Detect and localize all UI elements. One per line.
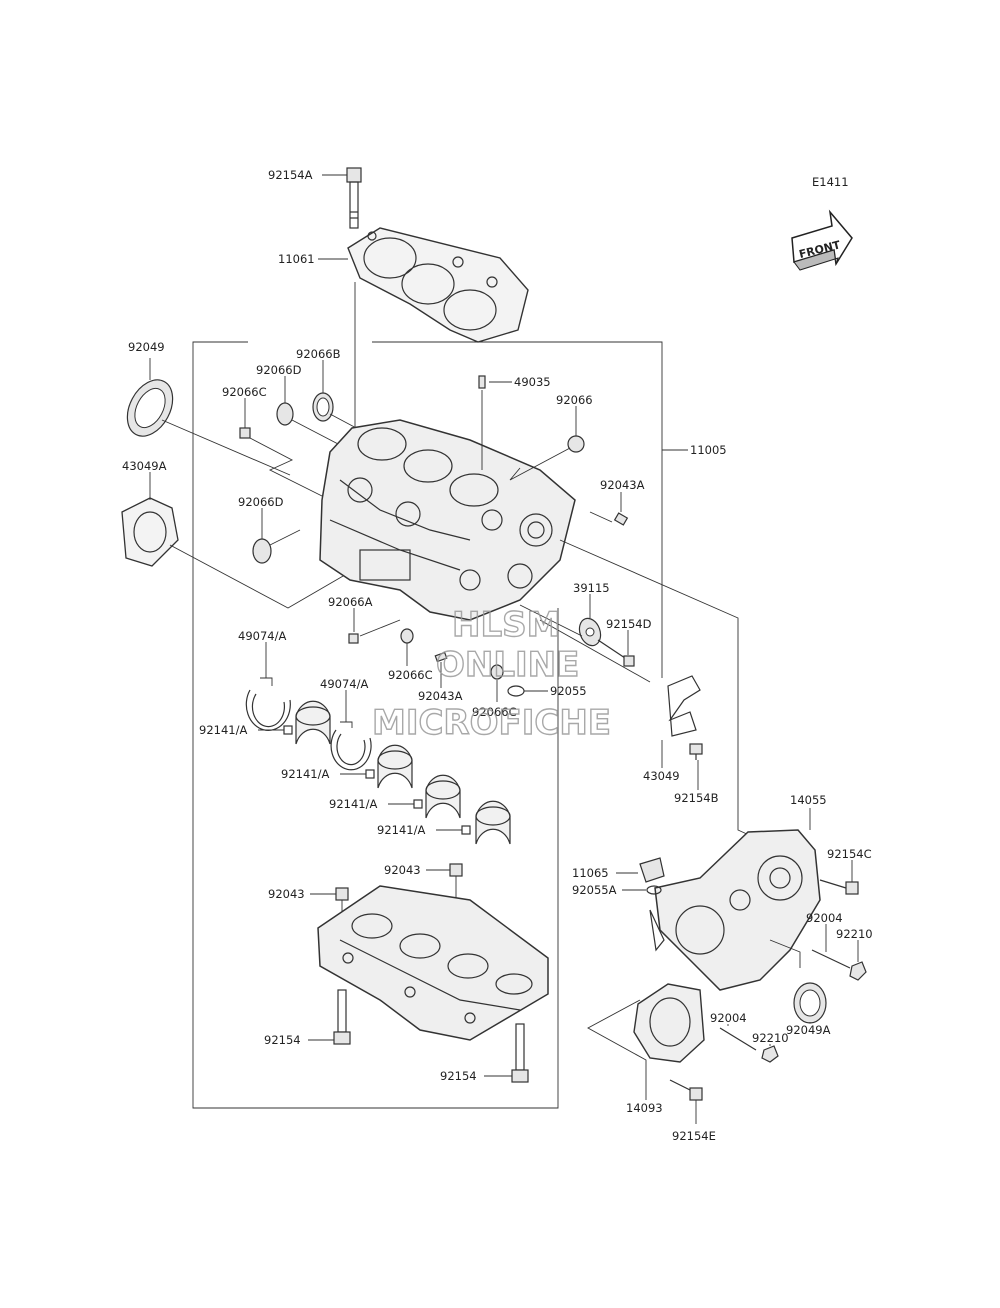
watermark-line-1: HLSM bbox=[452, 605, 560, 645]
label-11065: 11065 bbox=[572, 866, 609, 880]
o-ring-92055A bbox=[646, 885, 662, 895]
gasket-43049A bbox=[121, 497, 179, 567]
bolt-92154D bbox=[597, 639, 635, 667]
pin-49035 bbox=[478, 375, 486, 389]
label-92043-b: 92043 bbox=[384, 863, 421, 877]
pin-92043A-right bbox=[613, 512, 629, 526]
label-92043A-right: 92043A bbox=[600, 478, 645, 492]
bolt-92154C bbox=[819, 879, 859, 895]
gear-case-14055 bbox=[649, 829, 821, 991]
label-92066D-left: 92066D bbox=[238, 495, 284, 509]
thrust-washer-49074A-2 bbox=[330, 729, 372, 771]
bearing-92141A-1 bbox=[295, 700, 331, 745]
label-92154-a: 92154 bbox=[264, 1033, 301, 1047]
label-92004-a: 92004 bbox=[806, 911, 843, 925]
label-43049A: 43049A bbox=[122, 459, 167, 473]
nut-92210-b bbox=[761, 1045, 779, 1063]
label-92154-b: 92154 bbox=[440, 1069, 477, 1083]
head-gasket-11061 bbox=[347, 227, 529, 343]
dowel-92043-a bbox=[335, 887, 349, 901]
stud-92004-a bbox=[811, 949, 851, 969]
label-92066D-top: 92066D bbox=[256, 363, 302, 377]
label-92210-b: 92210 bbox=[752, 1031, 789, 1045]
label-92141A-3: 92141/A bbox=[329, 797, 377, 811]
diagram-id: E1411 bbox=[812, 175, 849, 189]
label-11061: 11061 bbox=[278, 252, 315, 266]
crankcase-upper-11005 bbox=[319, 419, 576, 621]
label-92154A: 92154A bbox=[268, 168, 313, 182]
label-92210-a: 92210 bbox=[836, 927, 873, 941]
bearing-92141A-2 bbox=[377, 744, 413, 789]
oil-seal-92049 bbox=[126, 379, 174, 437]
label-92049: 92049 bbox=[128, 340, 165, 354]
label-49035: 49035 bbox=[514, 375, 551, 389]
nut-92210-a bbox=[849, 961, 867, 981]
label-92055A: 92055A bbox=[572, 883, 617, 897]
filler-cap-11065 bbox=[639, 857, 665, 883]
plug-92066D-left bbox=[252, 538, 272, 564]
label-14055: 14055 bbox=[790, 793, 827, 807]
plug-92066A bbox=[348, 633, 359, 644]
cover-14093 bbox=[633, 983, 705, 1063]
bolt-92154-a bbox=[333, 989, 351, 1045]
label-92043A-mid: 92043A bbox=[418, 689, 463, 703]
label-92066C-top: 92066C bbox=[222, 385, 267, 399]
bearing-92141A-3 bbox=[425, 774, 461, 819]
label-92066B: 92066B bbox=[296, 347, 341, 361]
label-92154C: 92154C bbox=[827, 847, 872, 861]
bearing-92141A-4 bbox=[475, 800, 511, 845]
label-11005: 11005 bbox=[690, 443, 727, 457]
bolt-92154-b bbox=[511, 1023, 529, 1083]
label-92066C-low: 92066C bbox=[472, 705, 517, 719]
o-ring-92055 bbox=[507, 685, 525, 697]
oil-seal-92049A bbox=[793, 982, 827, 1024]
label-39115: 39115 bbox=[573, 581, 610, 595]
label-92004-b: 92004 bbox=[710, 1011, 747, 1025]
crankcase-group-frame bbox=[372, 341, 663, 678]
label-49074A-1: 49074/A bbox=[238, 629, 286, 643]
bolt-92154A bbox=[346, 167, 362, 229]
watermark-line-2: ONLINE bbox=[436, 645, 579, 685]
front-arrow-icon: FRONT bbox=[791, 209, 853, 271]
label-92141A-1: 92141/A bbox=[199, 723, 247, 737]
label-92154E: 92154E bbox=[672, 1129, 716, 1143]
stud-92004-b bbox=[719, 1027, 757, 1051]
thrust-washer-49074A-1 bbox=[245, 689, 291, 731]
crankcase-lower bbox=[317, 885, 549, 1041]
label-92049A: 92049A bbox=[786, 1023, 831, 1037]
plug-92066C-low bbox=[490, 664, 504, 680]
label-92066C-mid: 92066C bbox=[388, 668, 433, 682]
label-92055: 92055 bbox=[550, 684, 587, 698]
pump-39115 bbox=[578, 617, 602, 647]
plug-92066 bbox=[567, 435, 585, 453]
label-14093: 14093 bbox=[626, 1101, 663, 1115]
watermark: HLSM ONLINE MICROFICHE bbox=[371, 604, 611, 743]
label-92141A-2: 92141/A bbox=[281, 767, 329, 781]
label-92154D: 92154D bbox=[606, 617, 652, 631]
gasket-43049 bbox=[667, 675, 701, 737]
label-43049: 43049 bbox=[643, 769, 680, 783]
plug-92066B bbox=[312, 392, 334, 422]
pin-92043A-mid bbox=[434, 651, 448, 663]
assembly-frame-left bbox=[192, 341, 559, 1109]
label-92066A: 92066A bbox=[328, 595, 373, 609]
label-92066: 92066 bbox=[556, 393, 593, 407]
plug-92066C-top bbox=[239, 427, 251, 439]
label-49074A-2: 49074/A bbox=[320, 677, 368, 691]
label-92154B: 92154B bbox=[674, 791, 719, 805]
label-92141A-4: 92141/A bbox=[377, 823, 425, 837]
bolt-92154E bbox=[669, 1079, 703, 1101]
label-92043-a: 92043 bbox=[268, 887, 305, 901]
plug-92066D-top bbox=[276, 402, 294, 426]
watermark-line-3: MICROFICHE bbox=[372, 703, 611, 743]
plug-92066C-mid bbox=[400, 628, 414, 644]
bolt-92154B bbox=[689, 743, 703, 760]
dowel-92043-b bbox=[449, 863, 463, 877]
